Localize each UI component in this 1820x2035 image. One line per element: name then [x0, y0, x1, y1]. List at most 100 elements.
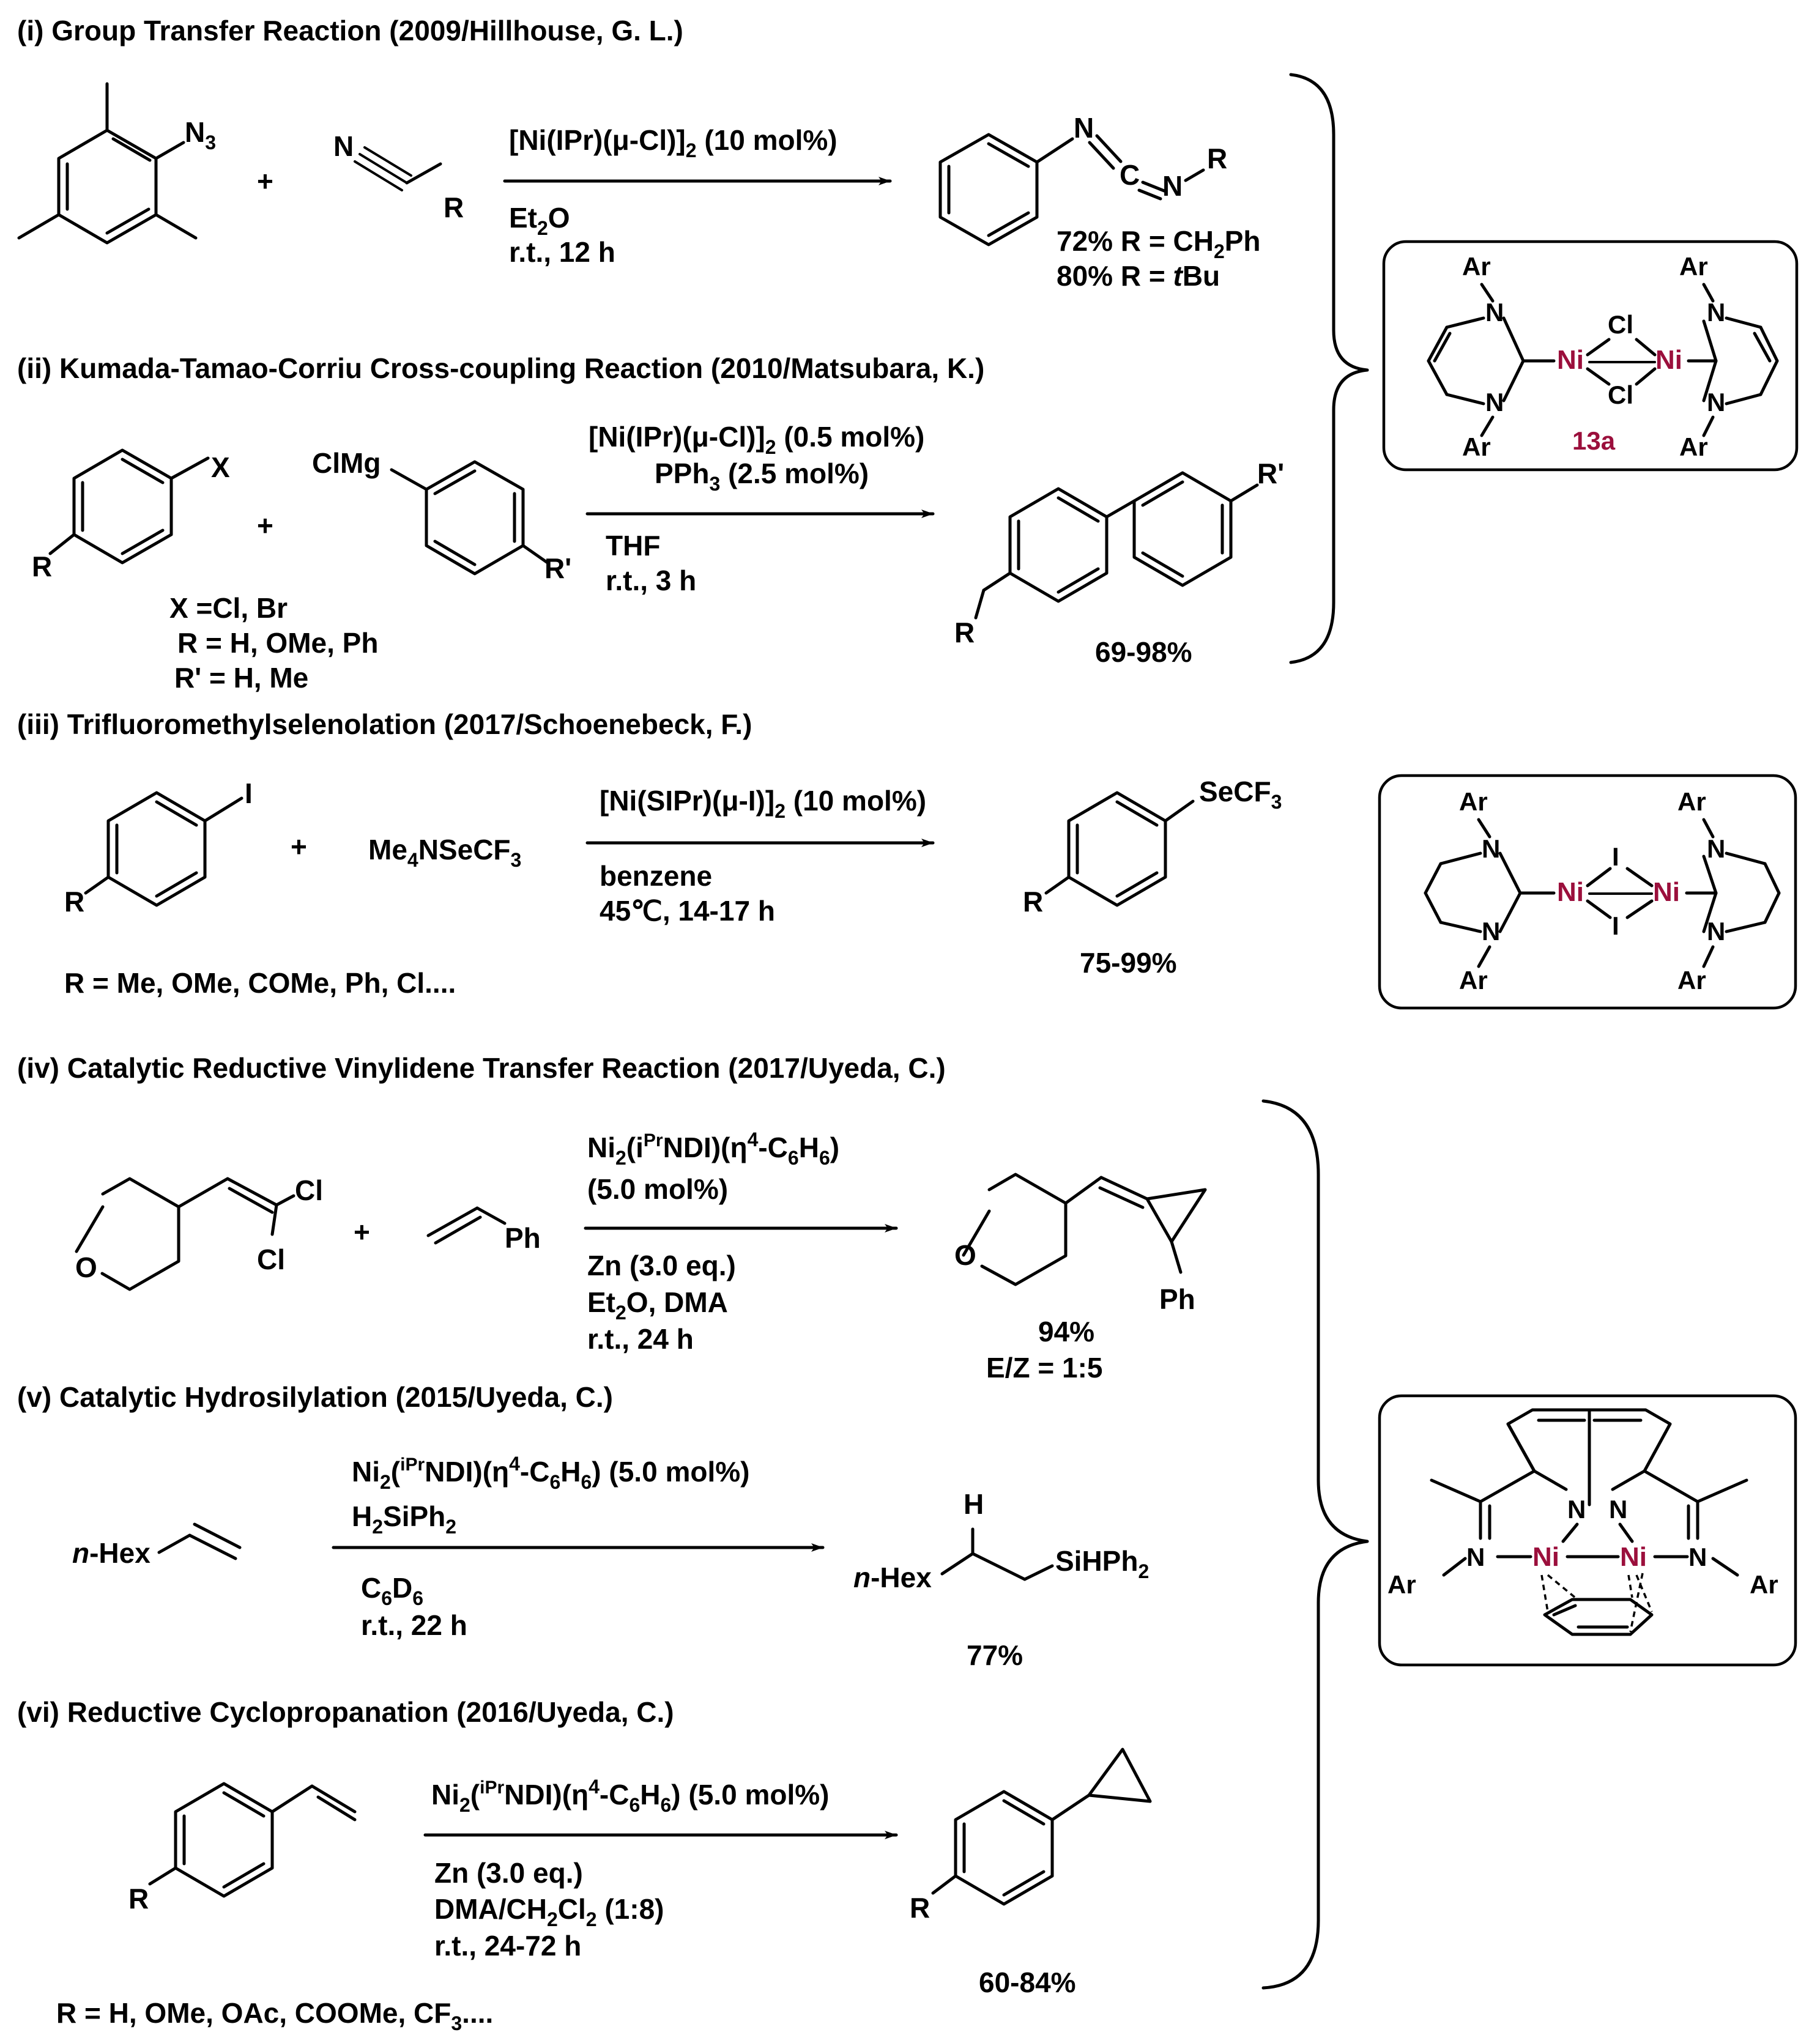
cat2-n-4: N — [1707, 917, 1725, 946]
cat2-ar-top-right: Ar — [1677, 787, 1706, 816]
reagent-label-iii: Me4NSeCF3 — [368, 834, 521, 871]
dichloroalkene-structure: O Cl Cl — [75, 1174, 323, 1291]
conditions-label-v: r.t., 22 h — [361, 1609, 467, 1641]
cat3-n-left: N — [1567, 1495, 1586, 1524]
product-r-label: R — [1023, 886, 1043, 917]
catalyst-label-vi: Ni2(iPrNDI)(η4-C6H6) (5.0 mol%) — [431, 1776, 829, 1816]
biaryl-product: R' R — [954, 458, 1284, 648]
plus-sign: + — [257, 510, 273, 541]
cat3-ar-right: Ar — [1750, 1570, 1778, 1599]
cat2-i-top: I — [1612, 842, 1619, 871]
conditions-label-iv: r.t., 24 h — [587, 1323, 694, 1355]
alkene-cl2-label: Cl — [257, 1244, 285, 1275]
cat2-ni-left: Ni — [1557, 877, 1584, 907]
yield-label-vi: 60-84% — [979, 1966, 1076, 1998]
cat3-ar-left: Ar — [1387, 1570, 1416, 1599]
yield-label-i-2: 80% R = tBu — [1057, 260, 1220, 292]
reductant-label-vi: Zn (3.0 eq.) — [434, 1857, 583, 1889]
conditions-label-ii: r.t., 3 h — [606, 565, 696, 596]
cat2-n-3: N — [1707, 834, 1725, 863]
styrene-r-label: R — [128, 1883, 149, 1915]
silane-label-v: H2SiPh2 — [352, 1500, 456, 1538]
solvent-label-vi: DMA/CH2Cl2 (1:8) — [434, 1893, 664, 1930]
cat1-ar-top-right: Ar — [1679, 252, 1708, 281]
ez-ratio-label-iv: E/Z = 1:5 — [986, 1352, 1102, 1384]
brace-reactions-i-ii — [1289, 73, 1369, 664]
product-n1-label: N — [1074, 112, 1094, 144]
cat1-ar-top-left: Ar — [1462, 252, 1491, 281]
substrate-label-v: n-Hex — [72, 1537, 150, 1569]
cat1-n-4: N — [1707, 388, 1725, 417]
reaction-ii: X R + ClMg R' [Ni(IPr)(μ-Cl)]2 (0.5 mol%… — [32, 421, 1284, 694]
aryl-halide-structure: X R — [32, 448, 230, 582]
halide-x-label: X — [211, 451, 230, 483]
alkene-cl1-label: Cl — [295, 1174, 323, 1206]
product-r-label: R — [1207, 143, 1227, 174]
cat1-ni-left: Ni — [1557, 345, 1584, 375]
brace-reactions-iv-vi — [1261, 1099, 1369, 1990]
catalyst-13a-label: 13a — [1572, 426, 1616, 455]
plus-sign: + — [354, 1216, 370, 1248]
substrate-note-ii-2: R = H, OMe, Ph — [177, 627, 378, 659]
product-ph-label: Ph — [1159, 1283, 1195, 1315]
yield-label-iii: 75-99% — [1080, 947, 1177, 979]
cat3-ni-left: Ni — [1532, 1542, 1559, 1572]
cat2-ni-right: Ni — [1653, 877, 1680, 907]
cat1-ar-bottom-right: Ar — [1679, 432, 1708, 461]
product-r-label: R — [954, 617, 975, 648]
product-h-label: H — [964, 1488, 984, 1520]
product-silyl-label: SiHPh2 — [1055, 1545, 1149, 1582]
mesityl-azide-structure: N3 — [17, 82, 216, 245]
reaction-vi: R Ni2(iPrNDI)(η4-C6H6) (5.0 mol%) Zn (3.… — [56, 1748, 1152, 2034]
yield-label-v: 77% — [967, 1639, 1023, 1671]
product-c-label: C — [1120, 159, 1140, 191]
cat3-ni-right: Ni — [1620, 1542, 1647, 1572]
selenide-product: SeCF3 R — [1023, 776, 1282, 917]
ligand-label-ii: PPh3 (2.5 mol%) — [655, 458, 869, 495]
solvent-label-iv: Et2O, DMA — [587, 1286, 728, 1324]
header-reaction-iii: (iii) Trifluoromethylselenolation (2017/… — [17, 708, 752, 740]
cat2-ar-top-left: Ar — [1459, 787, 1488, 816]
hydrosilylation-product: n-Hex H SiHPh2 — [853, 1488, 1149, 1593]
product-hex-label: n-Hex — [853, 1562, 932, 1593]
substrate-note-iii: R = Me, OMe, COMe, Ph, Cl.... — [64, 967, 456, 999]
carbodiimide-product: N C N R — [938, 112, 1227, 246]
cat3-n-imine-left: N — [1466, 1543, 1485, 1571]
styrene-structure-iv: Ph — [426, 1206, 541, 1254]
catalyst-label-i: [Ni(IPr)(μ-Cl)]2 (10 mol%) — [509, 124, 838, 161]
catalyst-label-iv: Ni2(iPrNDI)(η4-C6H6) — [587, 1129, 839, 1169]
vinylidenecyclopropane-product: O Ph — [954, 1173, 1207, 1315]
nitrile-r-label: R — [444, 191, 464, 223]
product-rp-label: R' — [1257, 458, 1284, 489]
product-secf3-label: SeCF3 — [1199, 776, 1282, 813]
cyclopropane-product: R — [910, 1748, 1152, 1924]
thp-o-label: O — [75, 1251, 97, 1283]
nitrile-n-label: N — [333, 130, 354, 162]
plus-sign: + — [257, 165, 273, 197]
conditions-label-iii: 45℃, 14-17 h — [600, 895, 775, 927]
solvent-label-iii: benzene — [600, 860, 712, 892]
catalyst-sipr-box: Ar N N Ar Ni I I Ni N N Ar Ar — [1378, 774, 1797, 1010]
solvent-label-v: C6D6 — [361, 1572, 423, 1609]
azide-n-label: N3 — [185, 116, 216, 154]
cat3-n-imine-right: N — [1688, 1543, 1707, 1571]
halide-r-label: R — [32, 550, 52, 582]
header-reaction-iv: (iv) Catalytic Reductive Vinylidene Tran… — [17, 1052, 946, 1084]
grignard-rp-label: R' — [544, 552, 571, 584]
conditions-label-vi: r.t., 24-72 h — [434, 1930, 581, 1962]
substrate-note-ii-3: R' = H, Me — [174, 662, 308, 694]
catalyst-label-iii: [Ni(SIPr)(μ-I)]2 (10 mol%) — [600, 785, 926, 822]
reaction-iii: I R + Me4NSeCF3 [Ni(SIPr)(μ-I)]2 (10 mol… — [64, 776, 1282, 999]
cat2-i-bottom: I — [1612, 911, 1619, 940]
header-reaction-v: (v) Catalytic Hydrosilylation (2015/Uyed… — [17, 1381, 613, 1413]
cat1-cl-bottom: Cl — [1608, 380, 1633, 409]
header-reaction-vi: (vi) Reductive Cyclopropanation (2016/Uy… — [17, 1696, 674, 1728]
yield-label-iv: 94% — [1038, 1316, 1094, 1347]
yield-label-ii: 69-98% — [1095, 636, 1192, 668]
cat2-ar-bottom-left: Ar — [1459, 966, 1488, 995]
header-reaction-i: (i) Group Transfer Reaction (2009/Hillho… — [17, 15, 683, 46]
styrene-structure-vi: R — [128, 1782, 357, 1915]
reaction-i: N3 + N R [Ni(IPr)(μ-Cl)]2 (10 mol%) Et2O… — [17, 82, 1261, 292]
conditions-label-i: r.t., 12 h — [509, 236, 615, 268]
iodide-i-label: I — [245, 777, 253, 809]
